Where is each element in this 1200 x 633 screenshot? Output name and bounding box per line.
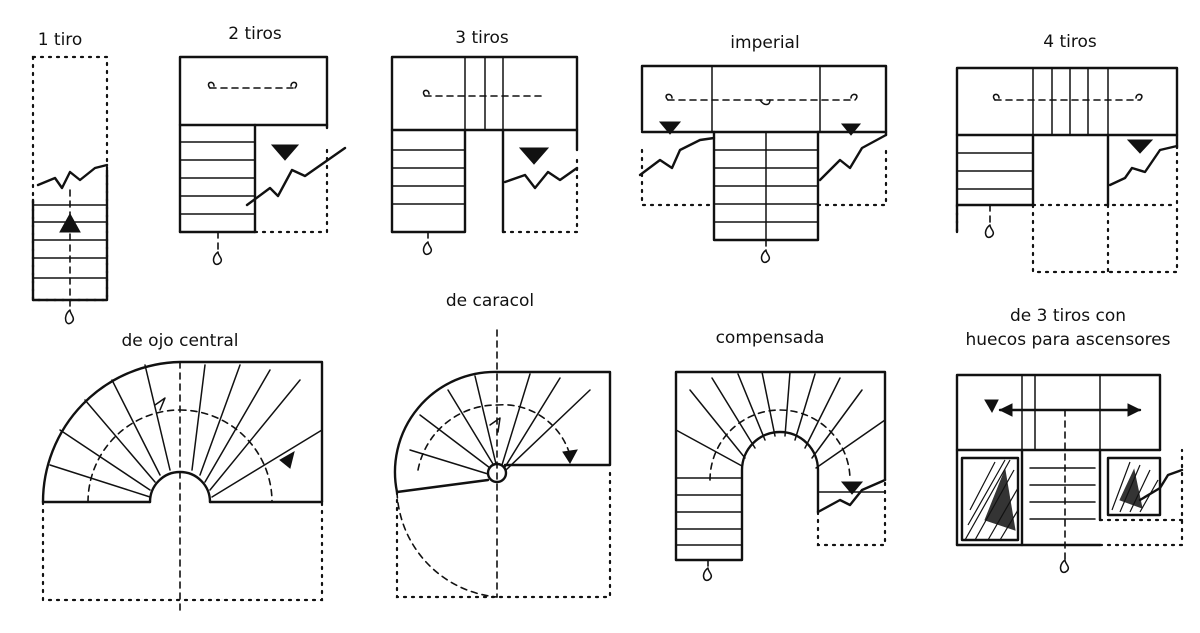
label-compensada: compensada [715,328,825,348]
label-de-ojo-central: de ojo central [121,331,239,351]
plan-3-tiros-con-huecos [955,373,1184,573]
label-1-tiro: 1 tiro [37,30,83,50]
plan-de-ojo-central [41,360,324,611]
label-3-tiros: 3 tiros [455,28,509,48]
label-de-caracol: de caracol [445,291,535,311]
label-de-3-tiros-con-huecos: de 3 tiros con huecos para ascensores [948,306,1188,350]
plan-imperial [638,64,888,263]
label-line-1: de 3 tiros con [1009,306,1127,326]
plan-compensada [674,370,887,581]
plan-1-tiro [31,55,109,325]
plan-3-tiros [390,55,579,255]
plan-2-tiros [178,55,347,265]
label-line-2: huecos para ascensores [965,330,1171,350]
label-2-tiros: 2 tiros [228,24,282,44]
plan-4-tiros [955,66,1179,274]
label-imperial: imperial [730,33,800,53]
label-4-tiros: 4 tiros [1043,32,1097,52]
plan-de-caracol [393,329,612,599]
